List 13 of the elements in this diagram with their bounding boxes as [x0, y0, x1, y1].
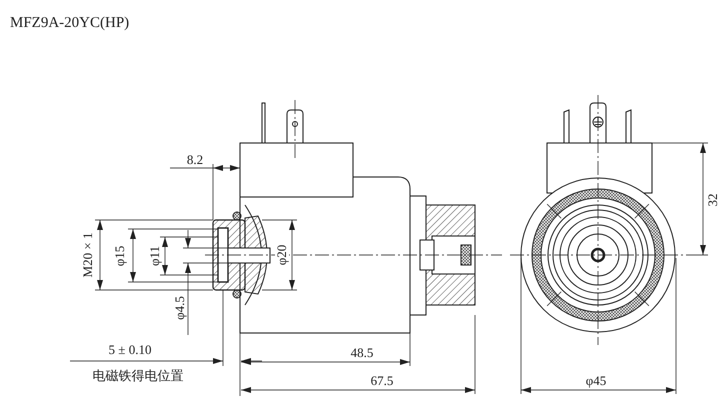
dimension-label: φ45 — [586, 374, 606, 388]
dimension-label: M20 × 1 — [81, 232, 95, 278]
title: MFZ9A-20YC(HP) — [10, 15, 130, 31]
dimension-label: 32 — [706, 194, 720, 206]
dimension-label: 8.2 — [186, 153, 204, 167]
dimension-label: φ11 — [148, 246, 162, 266]
dimension-label: 5 ± 0.10 — [108, 343, 152, 357]
note-text: 电磁铁得电位置 — [92, 369, 184, 383]
dimension-label: φ20 — [275, 244, 289, 266]
dimension-label: 67.5 — [370, 374, 394, 388]
dimension-label: φ15 — [113, 246, 127, 266]
dimension-label: φ4.5 — [173, 296, 187, 320]
dimension-label: 48.5 — [350, 346, 374, 360]
